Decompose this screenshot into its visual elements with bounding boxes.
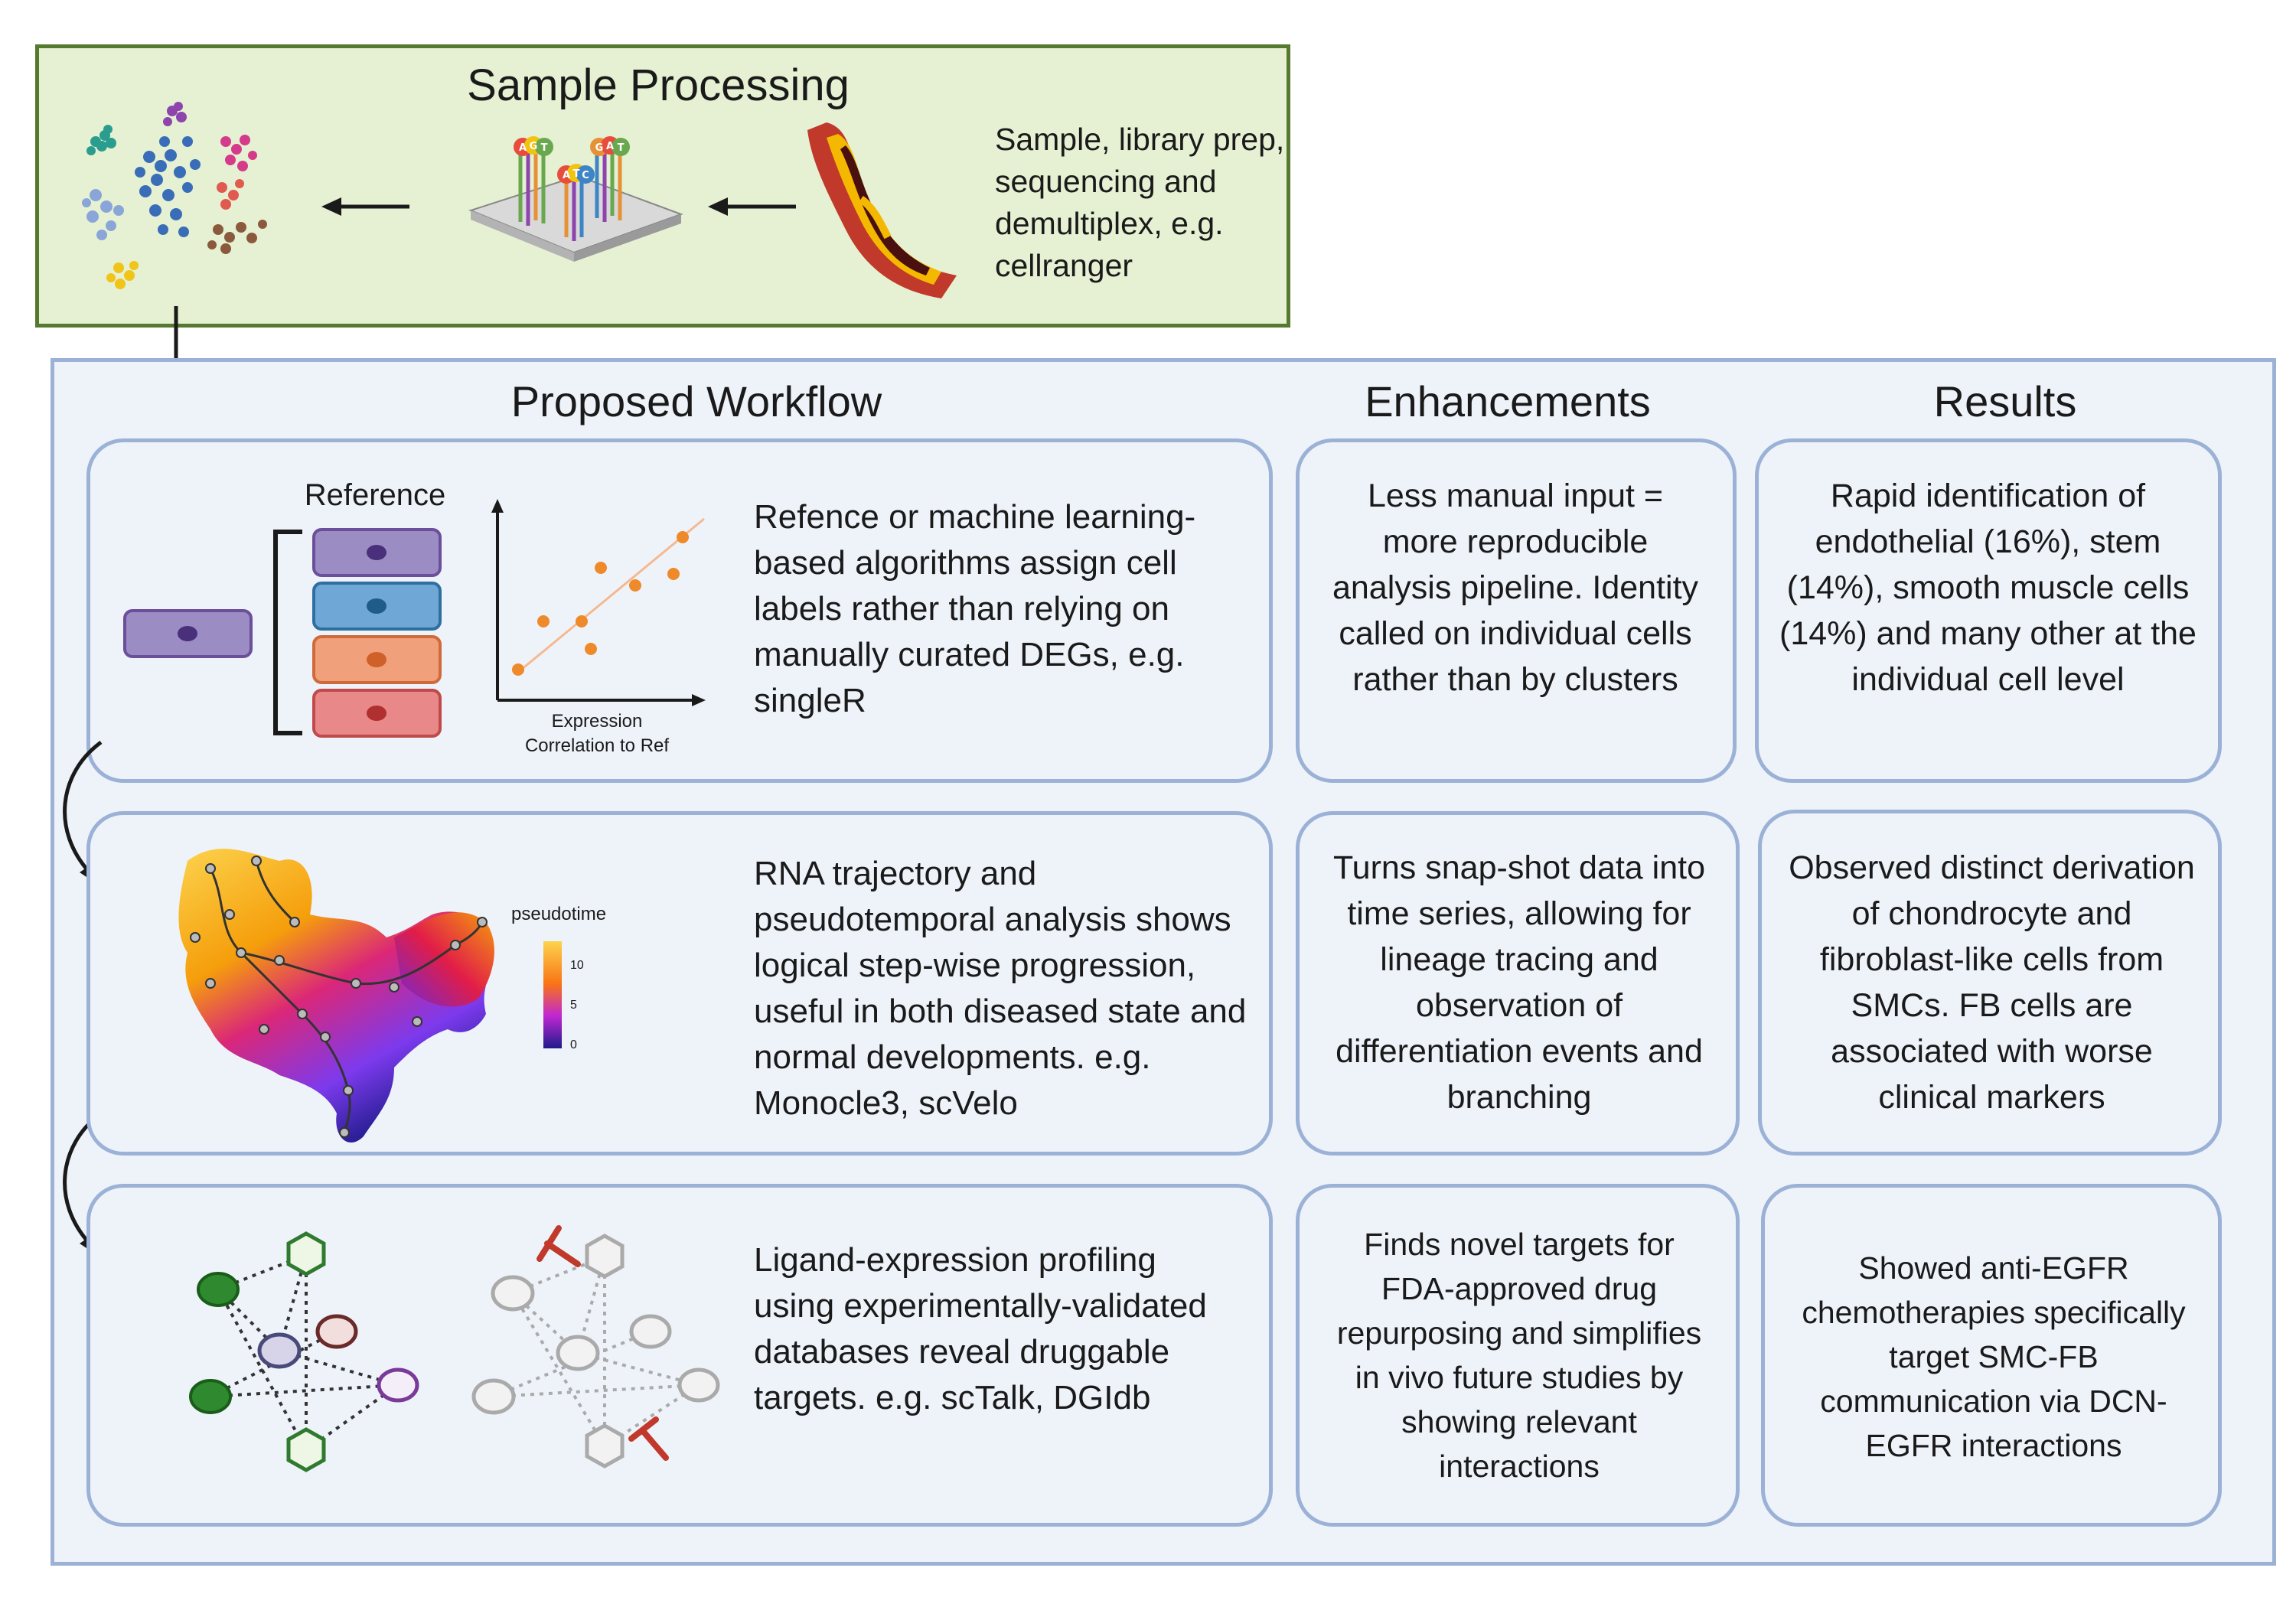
seq-letter: G [595, 142, 604, 154]
seq-letter: G [530, 141, 538, 152]
seq-letter: T [618, 142, 625, 154]
sample-processing-box [35, 44, 1290, 328]
enhancement-panel-1 [1296, 438, 1737, 783]
ligand-network-icon [189, 1231, 419, 1472]
result-text-1: Rapid identification of endothelial (16%… [1779, 478, 2197, 698]
arrow-left-1 [321, 197, 409, 216]
workflow-text-1: Refence or machine learning-based algori… [754, 498, 1196, 719]
header-results: Results [1933, 377, 2077, 425]
result-text-2: Observed distinct derivation of chondroc… [1789, 849, 2195, 1116]
pseudotime-tick: 10 [570, 959, 584, 972]
umap-clusters-icon [82, 102, 267, 289]
reference-cells-icon [123, 528, 442, 738]
header-enhancements: Enhancements [1365, 377, 1651, 425]
seq-letter: A [563, 170, 570, 181]
seq-letter: T [573, 168, 580, 180]
workflow-panel-1 [86, 438, 1273, 783]
seq-letter: C [582, 170, 589, 181]
enhancement-text-3: Finds novel targets for FDA-approved dru… [1336, 1227, 1702, 1484]
sample-processing-title: Sample Processing [467, 60, 850, 110]
artery-tissue-icon [807, 122, 957, 298]
trajectory-plot [178, 849, 494, 1143]
seq-letter: T [541, 142, 548, 154]
workflow-text-2: RNA trajectory and pseudotemporal analys… [754, 855, 1247, 1122]
sample-processing-description: Sample, library prep, sequencing and dem… [995, 122, 1285, 283]
result-panel-3 [1761, 1184, 2222, 1527]
correlation-scatter-plot [491, 499, 706, 706]
scatter-xlabel-line2: Correlation to Ref [524, 735, 670, 756]
enhancement-text-2: Turns snap-shot data into time series, a… [1332, 849, 1706, 1116]
sequencing-chip-icon: A G T A T C G A T [468, 136, 683, 262]
enhancement-text-1: Less manual input = more reproducible an… [1332, 478, 1699, 698]
workflow-text-3: Ligand-expression profiling using experi… [754, 1241, 1207, 1416]
drug-target-network-icon [471, 1225, 720, 1468]
seq-letter: A [519, 142, 527, 154]
enhancement-panel-3 [1296, 1184, 1740, 1527]
reference-label: Reference [304, 478, 446, 512]
scatter-xlabel-line1: Expression [551, 711, 643, 732]
pseudotime-legend-label: pseudotime [511, 904, 607, 924]
pseudotime-colorbar [543, 941, 562, 1048]
seq-letter: A [606, 141, 614, 152]
result-text-3: Showed anti-EGFR chemotherapies specific… [1802, 1250, 2186, 1463]
result-panel-2 [1758, 810, 2222, 1156]
result-panel-1 [1755, 438, 2222, 783]
enhancement-panel-2 [1296, 811, 1740, 1156]
pseudotime-tick: 0 [570, 1038, 577, 1051]
header-proposed-workflow: Proposed Workflow [510, 377, 882, 425]
pseudotime-tick: 5 [570, 999, 577, 1012]
arrow-left-2 [708, 197, 796, 216]
